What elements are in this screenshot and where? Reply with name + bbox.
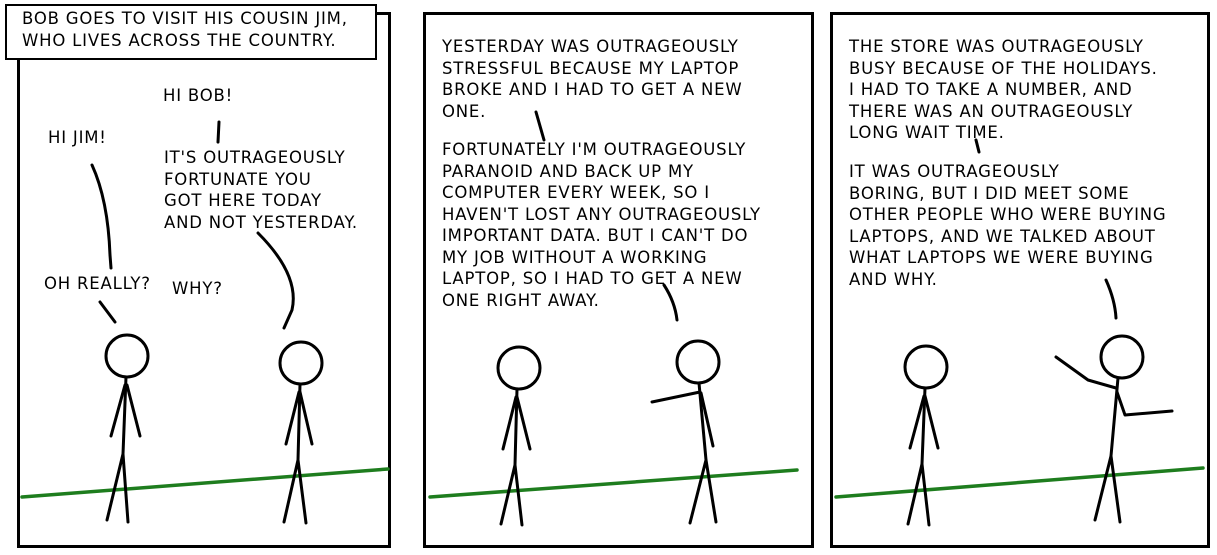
panel-1-drawing — [20, 120, 390, 525]
bob-body — [121, 375, 128, 456]
speech-line-stressful — [534, 110, 546, 142]
right-person-head — [675, 339, 721, 385]
speech-line-hi-bob — [216, 120, 221, 144]
right-person-head — [1099, 334, 1145, 380]
caption-text: BOB GOES TO VISIT HIS COUSIN JIM, WHO LI… — [22, 9, 348, 50]
speech-hi-bob: HI BOB! — [163, 86, 234, 105]
right-person-arm-up — [1054, 355, 1118, 390]
panel-2-frame — [423, 12, 814, 548]
speech-fortunate: IT'S OUTRAGEOUSLY FORTUNATE YOU GOT HERE… — [164, 148, 358, 232]
left-person-body — [920, 386, 927, 466]
panel-2-drawing — [428, 110, 799, 527]
speech-paranoid: FORTUNATELY I'M OUTRAGEOUSLY PARANOID AN… — [442, 140, 761, 310]
comic-panel-1: BOB GOES TO VISIT HIS COUSIN JIM, WHO LI… — [0, 0, 410, 555]
left-person-head — [903, 344, 949, 390]
right-person-legs — [1093, 454, 1122, 524]
left-person-legs — [906, 462, 931, 527]
right-person-arm-down — [699, 391, 715, 448]
ground-line — [428, 468, 799, 499]
speech-line-boring — [1104, 278, 1118, 320]
bob-legs — [105, 452, 130, 524]
speech-oh-really: OH REALLY? — [44, 274, 151, 293]
left-person-arms — [501, 395, 532, 451]
speech-line-oh-really — [98, 300, 117, 324]
ground-line — [20, 467, 390, 499]
speech-boring: IT WAS OUTRAGEOUSLY BORING, BUT I DID ME… — [849, 162, 1167, 289]
speech-line-paranoid — [662, 283, 679, 322]
speech-hi-jim: HI JIM! — [48, 128, 107, 147]
speech-line-fortunate — [256, 231, 295, 330]
panel-1-frame — [17, 12, 391, 548]
left-person-head — [496, 345, 542, 391]
right-person-body — [1109, 376, 1120, 458]
bob-head — [104, 333, 150, 379]
panel-3-drawing — [834, 138, 1205, 527]
speech-line-store — [974, 138, 981, 154]
comic-panel-3: THE STORE WAS OUTRAGEOUSLY BUSY BECAUSE … — [820, 0, 1217, 555]
right-person-arm-out — [1115, 390, 1174, 417]
speech-why: WHY? — [172, 279, 223, 298]
ground-line — [834, 466, 1205, 499]
right-person-legs — [688, 458, 718, 525]
speech-line-hi-jim — [90, 163, 113, 270]
jim-legs — [282, 458, 308, 525]
right-person-arm-raised — [650, 390, 702, 404]
panel-3-frame — [830, 12, 1210, 548]
left-person-arms — [908, 394, 940, 450]
speech-store: THE STORE WAS OUTRAGEOUSLY BUSY BECAUSE … — [849, 37, 1158, 142]
jim-arms — [284, 390, 314, 446]
jim-head — [278, 340, 324, 386]
speech-stressful: YESTERDAY WAS OUTRAGEOUSLY STRESSFUL BEC… — [442, 37, 743, 121]
caption-box — [5, 4, 377, 60]
bob-arms — [109, 383, 142, 438]
left-person-legs — [499, 463, 524, 527]
comic-panel-2: YESTERDAY WAS OUTRAGEOUSLY STRESSFUL BEC… — [410, 0, 820, 555]
